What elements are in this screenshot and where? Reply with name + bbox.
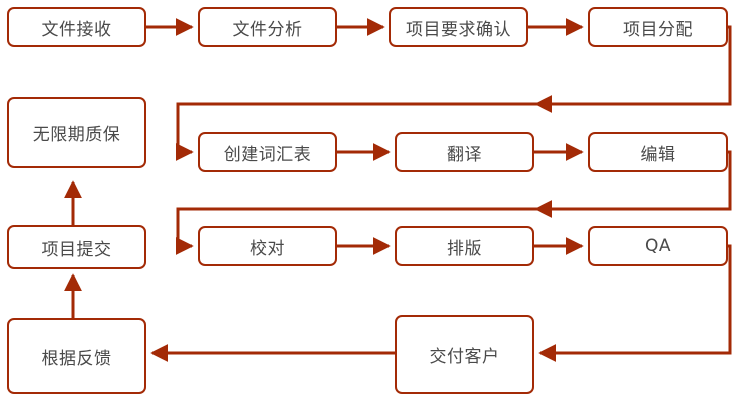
node-create-glossary[interactable]: 创建词汇表 xyxy=(198,132,337,172)
node-proofreading[interactable]: 校对 xyxy=(198,226,337,266)
node-unlimited-warranty[interactable]: 无限期质保 xyxy=(7,97,146,168)
node-editing[interactable]: 编辑 xyxy=(588,132,728,172)
edge-qa-to-delivery xyxy=(538,244,732,362)
node-requirement-confirmation[interactable]: 项目要求确认 xyxy=(389,7,528,47)
edge-editing-to-proofreading xyxy=(175,150,732,255)
node-project-assignment[interactable]: 项目分配 xyxy=(588,7,728,47)
node-qa[interactable]: QA xyxy=(588,226,728,266)
node-deliver-to-client[interactable]: 交付客户 xyxy=(395,315,534,394)
edge-assignment-to-glossary xyxy=(175,25,732,161)
node-project-submission[interactable]: 项目提交 xyxy=(7,225,146,269)
node-typesetting[interactable]: 排版 xyxy=(395,226,534,266)
node-translation[interactable]: 翻译 xyxy=(395,132,534,172)
node-file-receive[interactable]: 文件接收 xyxy=(7,7,146,47)
node-based-on-feedback[interactable]: 根据反馈 xyxy=(7,318,146,394)
node-file-analysis[interactable]: 文件分析 xyxy=(198,7,337,47)
